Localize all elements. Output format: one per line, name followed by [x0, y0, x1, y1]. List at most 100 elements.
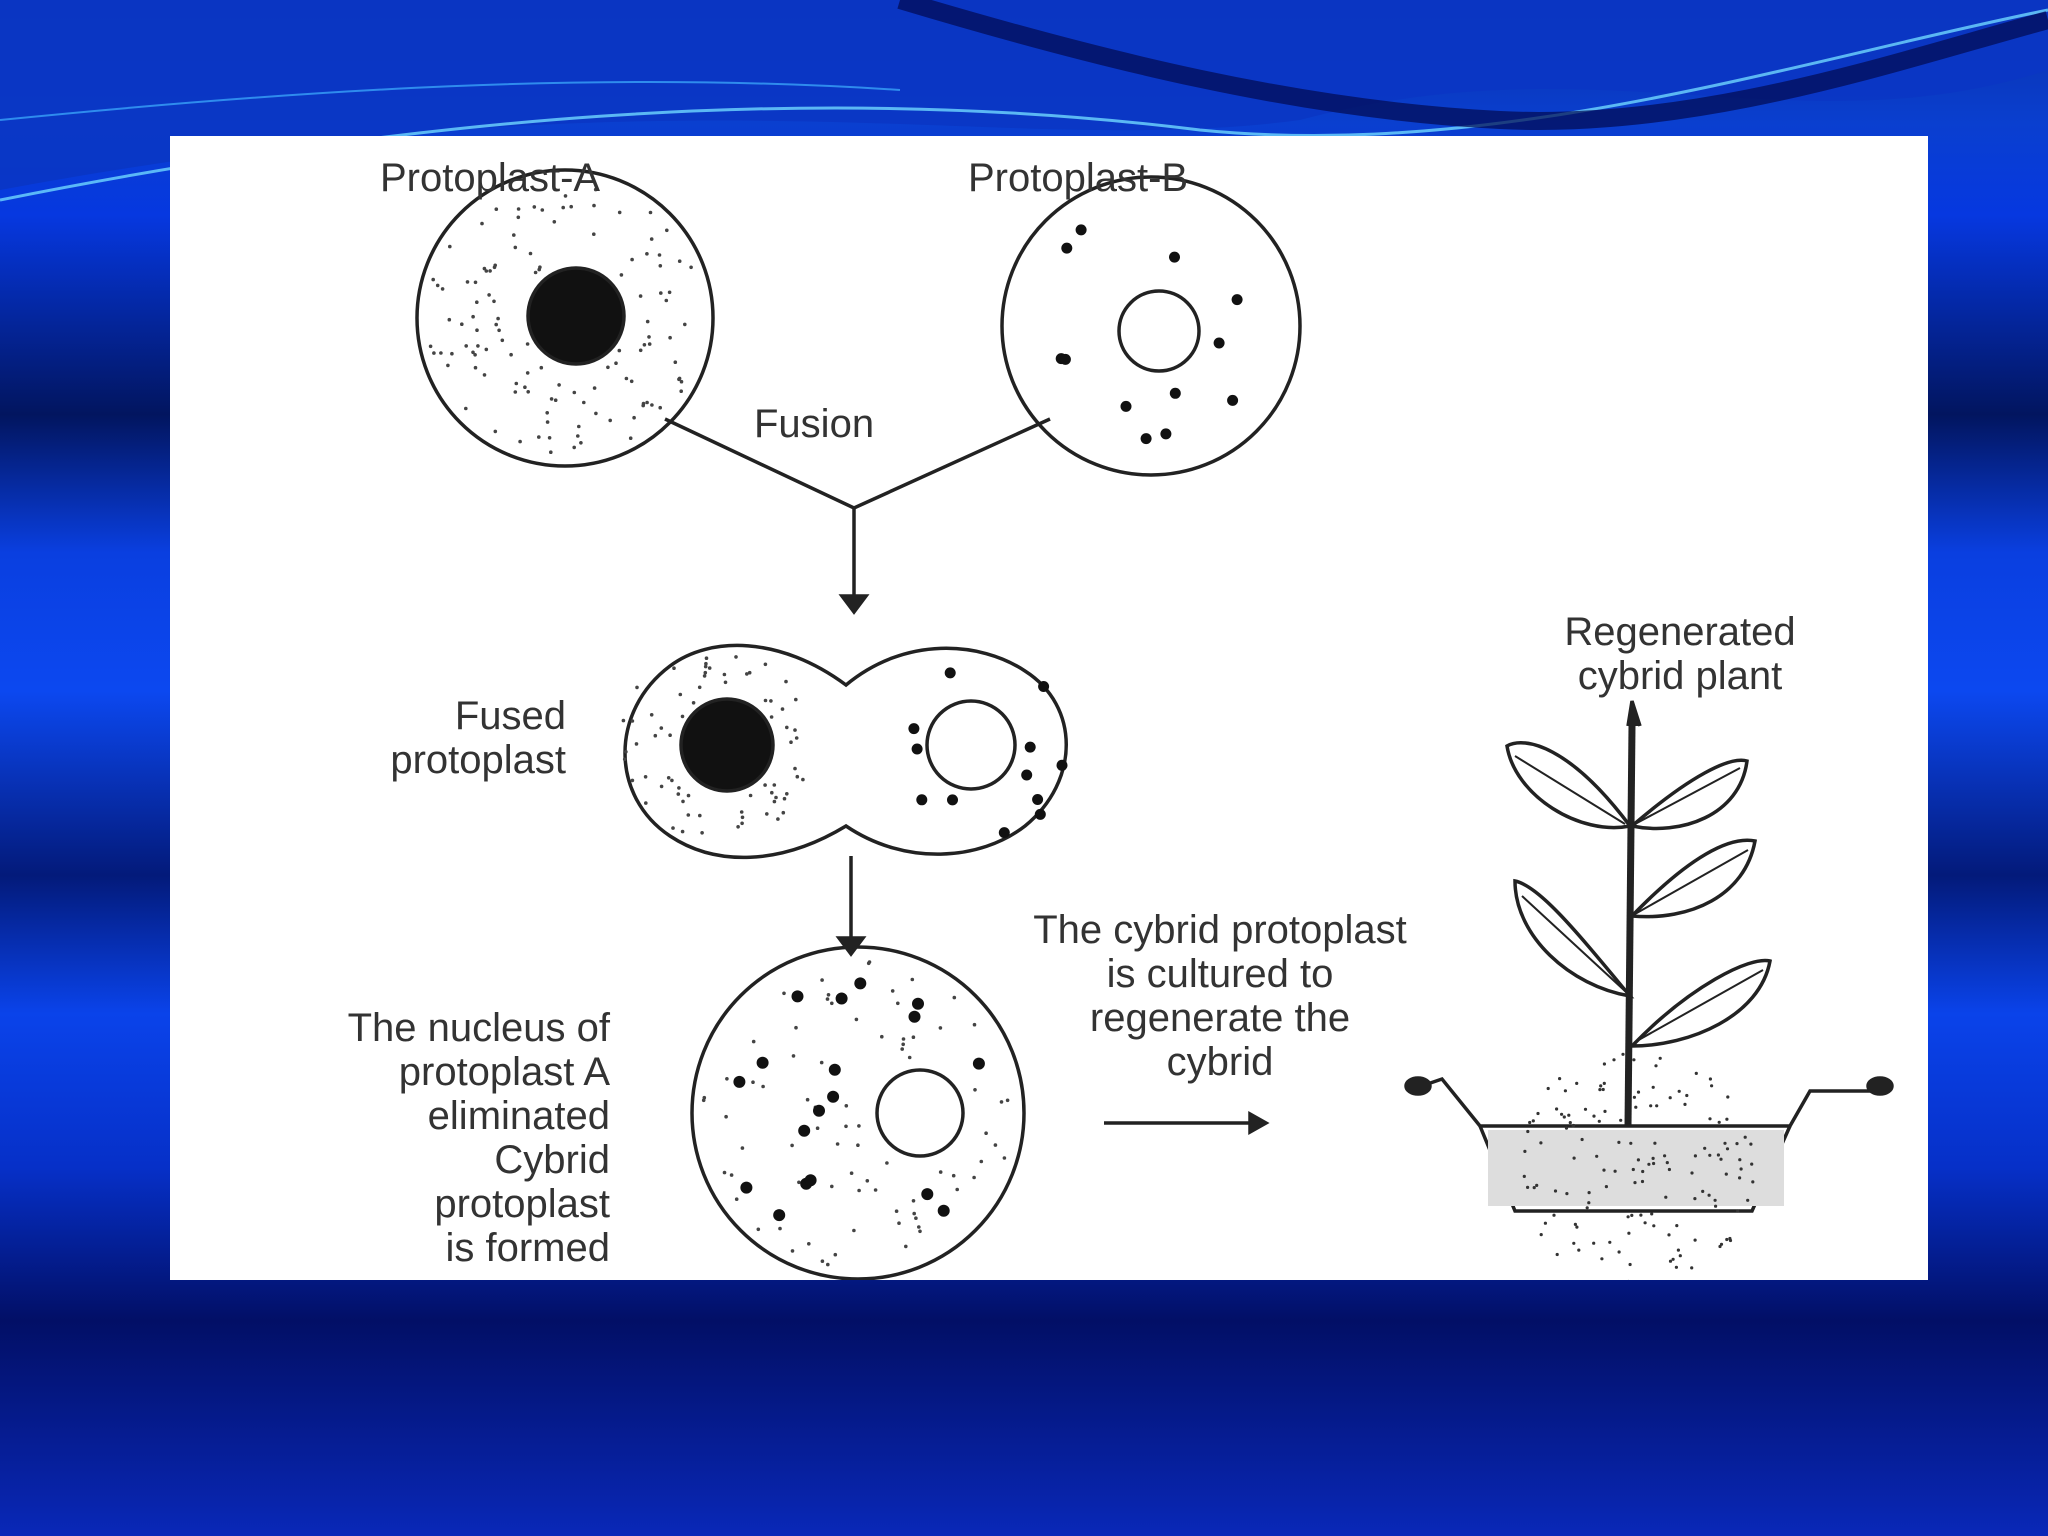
- stipple-dot: [782, 796, 787, 801]
- stipple-dot: [763, 783, 767, 787]
- stipple-dot: [645, 319, 650, 324]
- stipple-dot: [944, 667, 956, 679]
- stipple-dot: [572, 445, 576, 450]
- stipple-dot: [772, 783, 777, 787]
- stipple-dot: [702, 674, 707, 678]
- stipple-dot: [1160, 428, 1172, 440]
- stipple-dot: [761, 1084, 765, 1089]
- plant-pot: [1404, 1052, 1894, 1280]
- stipple-dot: [476, 344, 480, 348]
- stipple-dot: [494, 207, 499, 211]
- stipple-dot: [621, 718, 626, 723]
- stipple-dot: [865, 1179, 870, 1183]
- stipple-dot: [1658, 1056, 1662, 1060]
- stipple-dot: [1668, 1096, 1672, 1100]
- stipple-dot: [703, 670, 708, 675]
- stipple-dot: [844, 1104, 849, 1108]
- stipple-dot: [1526, 1185, 1530, 1189]
- stipple-dot: [894, 1209, 899, 1213]
- stipple-dot: [857, 1124, 861, 1128]
- stipple-dot: [897, 1221, 901, 1225]
- stipple-dot: [1708, 1077, 1712, 1081]
- stipple-dot: [1630, 1213, 1634, 1217]
- stipple-dot: [1701, 1189, 1705, 1193]
- stipple-dot: [830, 1001, 834, 1006]
- stipple-dot: [873, 1188, 878, 1192]
- stipple-dot: [512, 233, 516, 237]
- stipple-dot: [740, 1181, 753, 1194]
- stipple-dot: [487, 293, 491, 297]
- stipple-dot: [704, 656, 709, 660]
- stipple-dot: [1592, 1241, 1596, 1245]
- stipple-dot: [1562, 1115, 1566, 1119]
- stipple-dot: [1738, 1158, 1742, 1162]
- stipple-dot: [576, 434, 580, 438]
- stipple-dot: [664, 298, 669, 303]
- stipple-dot: [1655, 1104, 1659, 1108]
- stipple-dot: [547, 436, 552, 440]
- stipple-dot: [1723, 1141, 1727, 1145]
- stipple-dot: [1667, 1167, 1671, 1172]
- stipple-dot: [1725, 1117, 1729, 1121]
- stipple-dot: [594, 411, 598, 416]
- stipple-dot: [1713, 1198, 1717, 1202]
- stipple-dot: [1652, 1224, 1656, 1228]
- stipple-dot: [681, 799, 685, 804]
- stipple-dot: [635, 685, 639, 690]
- stipple-dot: [628, 436, 633, 441]
- stipple-dot: [1677, 1089, 1681, 1093]
- stipple-dot: [1140, 433, 1152, 445]
- stipple-dot: [907, 1055, 912, 1060]
- stipple-dot: [680, 829, 685, 834]
- stipple-dot: [480, 221, 484, 226]
- stipple-dot: [701, 1098, 706, 1103]
- stipple-dot: [641, 401, 646, 406]
- stipple-dot: [1555, 1107, 1559, 1111]
- stipple-dot: [1543, 1221, 1547, 1225]
- stipple-dot: [629, 379, 634, 384]
- stipple-dot: [1668, 1259, 1673, 1263]
- stipple-dot: [582, 400, 586, 405]
- stipple-dot: [658, 405, 662, 410]
- stipple-dot: [1600, 1257, 1604, 1261]
- stipple-dot: [763, 698, 768, 703]
- stipple-dot: [1736, 1209, 1740, 1213]
- stipple-dot: [885, 1161, 889, 1165]
- stipple-dot: [1546, 1086, 1550, 1091]
- stipple-dot: [1553, 1189, 1558, 1193]
- stipple-dot: [1608, 1240, 1612, 1244]
- stipple-dot: [679, 379, 684, 384]
- stipple-dot: [1120, 400, 1132, 412]
- stipple-dot: [1572, 1241, 1576, 1245]
- stipple-dot: [516, 207, 521, 211]
- stipple-dot: [972, 1022, 977, 1027]
- stipple-dot: [1636, 1090, 1641, 1094]
- stipple-dot: [830, 1184, 834, 1189]
- stipple-dot: [632, 415, 636, 420]
- stipple-dot: [734, 1197, 739, 1201]
- stipple-dot: [484, 269, 489, 273]
- stipple-dot: [1587, 1201, 1591, 1205]
- stipple-dot: [593, 187, 598, 192]
- fused-protoplast-label: Fused protoplast: [390, 694, 566, 782]
- stipple-dot: [901, 1042, 905, 1047]
- fused-protoplast: [621, 643, 1068, 860]
- stipple-dot: [577, 424, 581, 429]
- stipple-dot: [938, 1170, 943, 1174]
- stipple-dot: [704, 661, 708, 666]
- stipple-dot: [561, 205, 565, 210]
- stipple-dot: [951, 1173, 956, 1178]
- stipple-dot: [563, 194, 568, 198]
- stipple-dot: [798, 1124, 811, 1137]
- stipple-dot: [670, 778, 674, 783]
- stipple-dot: [1717, 1120, 1721, 1124]
- protoplast-b-label: Protoplast-B: [968, 156, 1189, 200]
- stipple-dot: [904, 1244, 908, 1249]
- stipple-dot: [782, 991, 786, 996]
- stipple-dot: [773, 1209, 786, 1222]
- protoplast-a-label: Protoplast-A: [380, 156, 601, 200]
- stipple-dot: [784, 679, 788, 684]
- stipple-dot: [825, 997, 830, 1001]
- stipple-dot: [1726, 1095, 1730, 1099]
- stipple-dot: [659, 726, 664, 730]
